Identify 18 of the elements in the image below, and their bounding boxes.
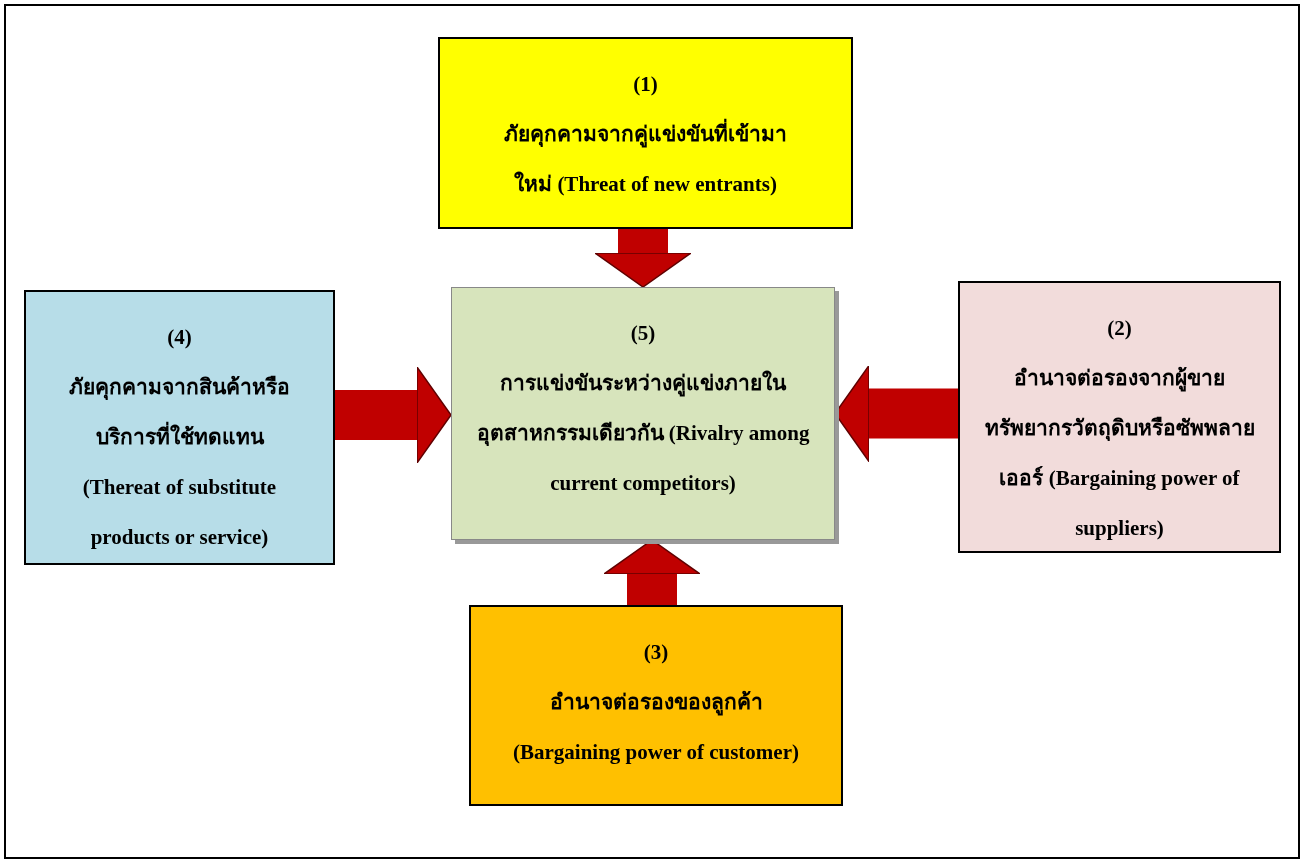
factor-number: (5) (630, 320, 656, 347)
block-arrow (594, 229, 692, 288)
factor-number: (3) (643, 639, 669, 666)
block-arrow (335, 366, 452, 464)
factor-label: การแข่งขันระหว่างคู่แข่งภายในอุตสาหกรรมเดียวกัน (Rivalry among current competitors) (475, 369, 811, 497)
factor-box (438, 37, 853, 229)
factor-label: (Thereat of substitute products or service) (81, 474, 278, 551)
factor-number: (1) (633, 71, 658, 98)
factor-box (469, 605, 843, 806)
factor-label: อำนาจต่อรองจากผู้ขายทรัพยากรวัตถุดิบหรือซัพพลายเออร์ (Bargaining power of suppliers) (983, 365, 1256, 542)
factor-box (24, 290, 335, 565)
factor-label: (Bargaining power of customer) (513, 739, 799, 766)
factor-number: (4) (167, 324, 192, 351)
factor-label: ภัยคุกคามจากคู่แข่งขันที่เข้ามาใหม่ (Threat of new entrants) (488, 109, 803, 209)
factor-box (958, 281, 1281, 553)
factor-label: ภัยคุกคามจากสินค้าหรือบริการที่ใช้ทดแทน (68, 374, 291, 451)
factor-label: อำนาจต่อรองของลูกค้า (549, 689, 763, 718)
factor-number: (2) (1107, 315, 1132, 342)
